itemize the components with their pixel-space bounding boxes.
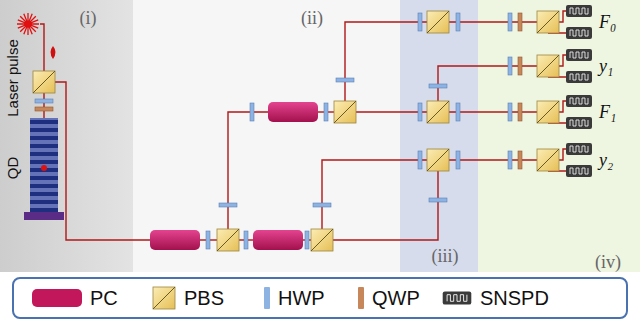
qd-stack [30,118,58,212]
pc-crystal [150,230,200,250]
snspd-detector [566,5,592,17]
legend-text: HWP [278,287,325,310]
panel-region: (iii) [400,0,478,272]
qwp-plate [518,103,522,121]
hwp-plate [206,231,210,249]
snspd-detector [566,49,592,61]
qwp-plate [518,151,522,169]
pbs-cube [334,101,356,123]
pbs-cube [427,101,449,123]
panel-label: (i) [80,8,97,29]
snspd-detector [566,27,592,39]
hwp-plate [508,57,512,75]
panel-ground [133,0,400,272]
detector-label: F₀ [599,12,616,33]
panel-region: (ii) [133,0,400,272]
detector-label: F₁ [599,102,616,123]
legend-item: PBS [152,279,224,317]
hwp-plate [35,99,53,103]
hwp-plate [456,103,460,121]
hwp-plate [219,203,237,207]
legend-item: SNSPD [442,279,549,317]
source-label: QD [4,157,21,180]
legend-swatch [32,289,82,307]
hwp-plate [429,198,447,202]
detector-label: y₂ [599,150,613,171]
snspd-detector [566,165,592,177]
pbs-cube [217,229,239,251]
qd-base [24,212,64,220]
pulse-symbol [51,46,56,59]
panel-ground [478,0,640,272]
hwp-plate [250,103,254,121]
legend-text: QWP [372,287,420,310]
hwp-plate [324,103,328,121]
snspd-detector [566,95,592,107]
qd-dot [41,165,47,171]
legend-item: QWP [358,279,420,317]
panel-region: (i) [0,0,133,272]
snspd-detector [566,143,592,155]
pc-crystal [268,102,318,122]
legend-box: PC PBS HWP QWP SNSPD [12,277,628,319]
legend-swatch [264,287,270,309]
qwp-plate [518,57,522,75]
detector-label: y₁ [599,56,613,77]
legend-text: PBS [184,287,224,310]
hwp-plate [508,13,512,31]
hwp-plate [508,151,512,169]
hwp-plate [336,78,354,82]
legend-icon-shape [153,287,175,309]
qwp-plate [35,107,53,111]
pbs-cube [537,149,559,171]
legend-icon [442,290,472,306]
hwp-plate [244,231,248,249]
hwp-plate [429,84,447,88]
panel-region: (iv) [478,0,640,272]
hwp-plate [418,151,422,169]
panel-label: (iii) [432,246,459,267]
panel-ground [400,0,478,272]
qwp-plate [518,13,522,31]
pbs-cube [427,149,449,171]
snspd-detector [566,71,592,83]
pbs-cube [537,11,559,33]
snspd-detector [566,117,592,129]
hwp-plate [418,103,422,121]
pbs-cube [537,55,559,77]
hwp-plate [456,151,460,169]
pbs-cube [537,101,559,123]
pc-crystal [253,230,303,250]
legend-item: HWP [264,279,325,317]
hwp-plate [305,231,309,249]
legend-item: PC [32,279,118,317]
hwp-plate [418,13,422,31]
legend-icon [152,286,176,310]
legend-swatch [358,287,364,309]
hwp-plate [456,13,460,31]
pbs-cube [427,11,449,33]
pbs-cube [311,229,333,251]
beam-path [40,11,566,240]
source-label: Laser pulse [4,39,21,117]
pbs-cube [33,71,55,93]
legend-icon-shape [443,291,472,304]
laser-star [17,13,39,35]
panel-label: (ii) [301,8,323,29]
legend-text: SNSPD [480,287,549,310]
hwp-plate [313,203,331,207]
legend-text: PC [90,287,118,310]
panel-label: (iv) [595,252,621,273]
hwp-plate [508,103,512,121]
